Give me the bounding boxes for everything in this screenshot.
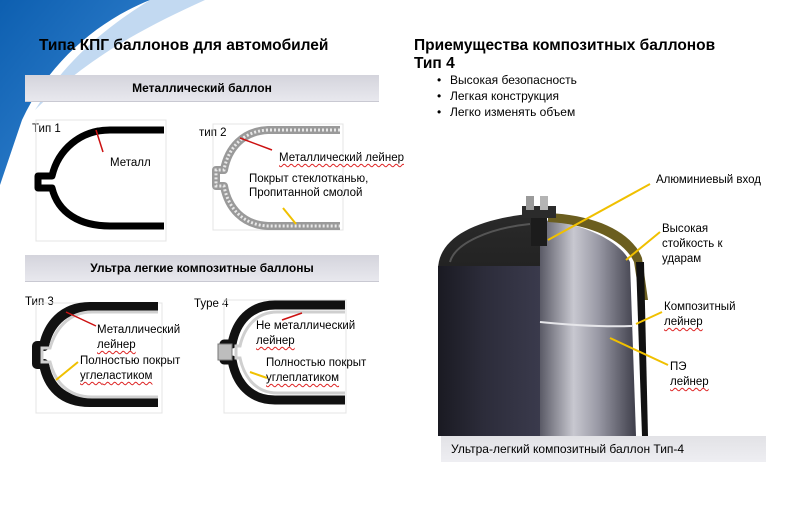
type2-liner <box>214 128 340 228</box>
composite-callout-line <box>635 311 663 325</box>
impact-callout-1: Высокая <box>662 223 709 235</box>
type4-liner <box>234 310 345 395</box>
type3-liner-callout-1: Металлический <box>97 324 181 336</box>
type4-wrap-callout-1: Полностью покрыт <box>266 357 367 369</box>
type2-wrap-arrow <box>282 207 297 225</box>
type4-liner-arrow <box>281 312 303 321</box>
right-title-line1: Приемущества композитных баллонов <box>414 37 716 54</box>
band-composite-cylinders: Ультра легкие композитные баллоны <box>25 255 379 282</box>
type2-liner-arrow <box>239 137 273 151</box>
caption-text: Ультра-легкий композитный баллон Тип-4 <box>451 442 685 456</box>
inlet-stem <box>531 218 547 246</box>
type3-liner-callout-2: лейнер <box>97 339 136 351</box>
type4-label: Type 4 <box>194 298 229 310</box>
type1-arrow <box>95 129 104 153</box>
inlet-callout: Алюминиевый вход <box>656 174 761 186</box>
advantage-item: Высокая безопасность <box>437 72 577 88</box>
type1-shell <box>34 126 164 230</box>
band-composite-label: Ультра легкие композитные баллоны <box>90 261 314 275</box>
type3-wrap-callout-2b: ластиком <box>102 370 153 382</box>
type3-wrap-arrow <box>55 361 79 381</box>
type1-label: Тип 1 <box>32 123 61 135</box>
inlet-callout-line <box>547 183 651 241</box>
composite-impact-layer <box>548 213 648 300</box>
blue-swoosh <box>0 0 150 185</box>
right-title-line2: Тип 4 <box>414 55 455 72</box>
type3-outer <box>32 302 158 407</box>
type3-wrap-callout-2a: угле <box>80 370 103 382</box>
liner-seam <box>539 321 633 328</box>
light-swoosh <box>35 0 205 110</box>
type4-liner-callout-1: Не металлический <box>256 320 356 332</box>
type2-liner-callout: Металлический лейнер <box>279 152 404 164</box>
dome-highlight <box>449 223 531 263</box>
advantage-item: Легкая конструкция <box>437 88 577 104</box>
composite-callout-1: Композитный <box>664 301 736 313</box>
advantage-item: Легко изменять объем <box>437 104 577 120</box>
composite-callout-2: лейнер <box>664 316 703 328</box>
type4-wrap-callout-2: углеплатиком <box>266 372 340 384</box>
type3-label: Тип 3 <box>25 296 54 308</box>
left-title: Типа КПГ баллонов для автомобилей <box>39 37 329 54</box>
band-metal-cylinder: Металлический баллон <box>25 75 379 102</box>
composite-edge <box>636 262 648 436</box>
type1-callout: Металл <box>110 157 151 169</box>
type4-boss <box>217 343 233 361</box>
band-metal-label: Металлический баллон <box>132 81 272 95</box>
pe-callout-2: лейнер <box>670 376 709 388</box>
type4-wrap-arrow <box>249 371 268 379</box>
pe-callout-line <box>609 337 669 366</box>
pe-callout-1: ПЭ <box>670 361 687 373</box>
impact-callout-2: стойкость к <box>662 238 723 250</box>
inlet-bolt-right <box>540 196 548 210</box>
cylinder-cut-interior <box>540 220 636 436</box>
type4-liner-callout-2: лейнер <box>256 335 295 347</box>
advantages-list: Высокая безопасность Легкая конструкция … <box>437 72 577 120</box>
type3-wrap-callout-1: Полностью покрыт <box>80 355 181 367</box>
cylinder-body <box>438 266 540 436</box>
type2-wrap-callout-1: Покрыт стеклотканью, <box>249 173 369 185</box>
caption-box: Ультра-легкий композитный баллон Тип-4 <box>441 436 766 462</box>
inlet-bolt-left <box>526 196 534 210</box>
type3-liner-arrow <box>65 311 97 327</box>
impact-callout-3: ударам <box>662 253 702 265</box>
type2-wrap-callout-2: Пропитанной смолой <box>249 187 363 199</box>
impact-callout-line <box>625 231 661 261</box>
